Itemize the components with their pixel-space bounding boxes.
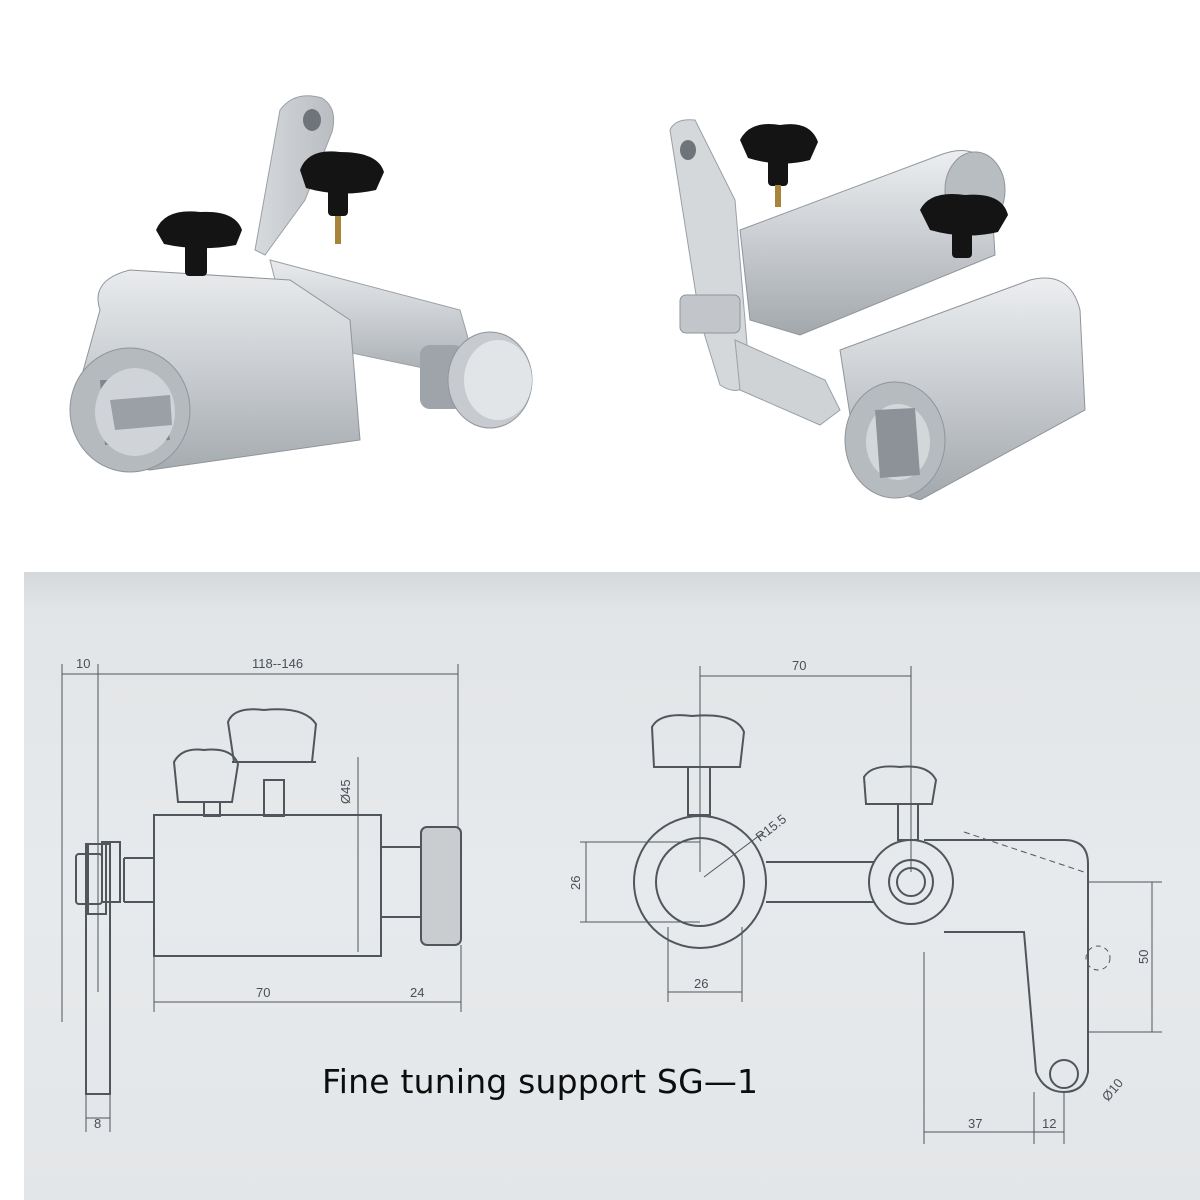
dim-bore-width: 26 [694,976,708,991]
dim-body-length: 70 [256,985,270,1000]
dim-diameter: Ø45 [338,779,353,804]
product-caption: Fine tuning support SG—1 [322,1062,759,1101]
dim-center-distance: 70 [792,658,806,673]
dim-length-range: 118--146 [252,656,303,671]
product-photo-side [60,80,560,500]
dim-knob-length: 24 [410,985,424,1000]
dim-arm-height: 50 [1136,950,1151,964]
dim-hole-diameter: Ø10 [1099,1075,1126,1103]
product-photo-angled [640,80,1160,501]
dim-offset: 10 [76,656,90,671]
dim-arm-tip: 12 [1042,1116,1056,1131]
dim-lever-width: 8 [94,1116,101,1131]
dim-bore-height: 26 [568,876,583,890]
technical-drawing: 10 118--146 Ø45 70 24 8 70 R15.5 26 26 5… [24,572,1200,1200]
dim-arm-offset: 37 [968,1116,982,1131]
dim-radius: R15.5 [753,811,790,844]
